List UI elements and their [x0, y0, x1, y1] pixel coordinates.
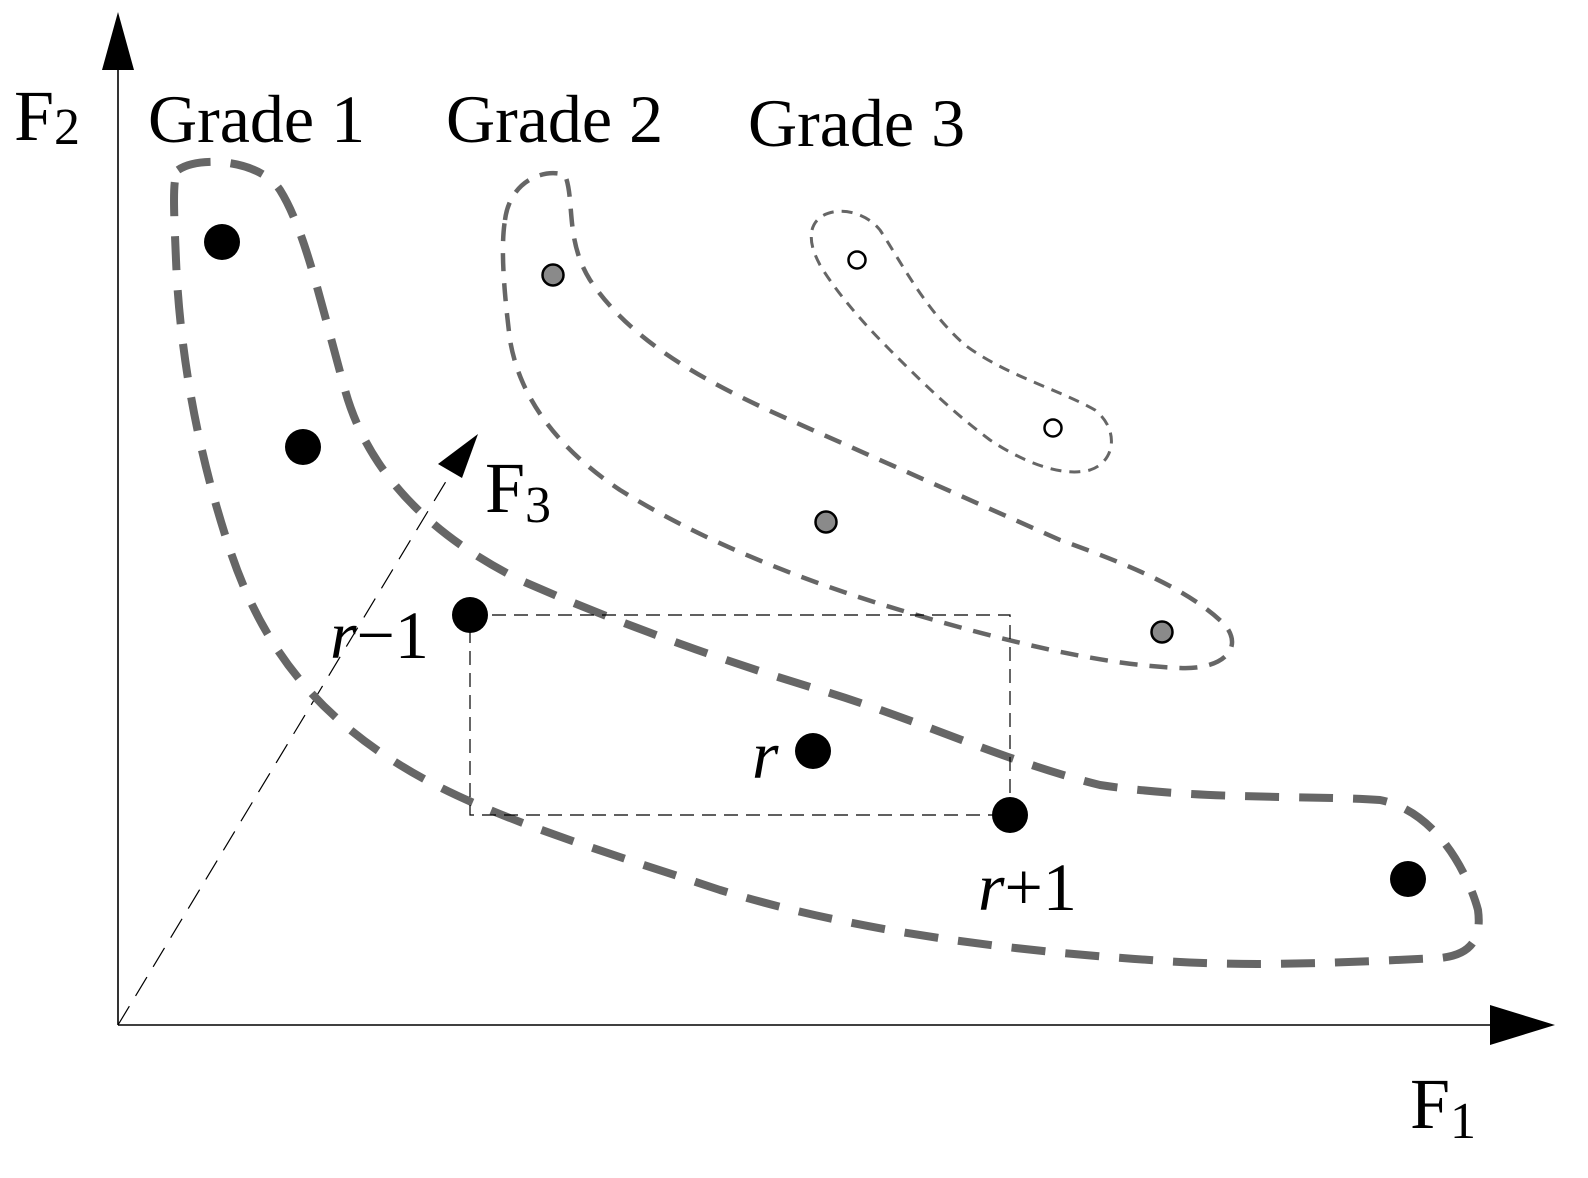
- grade-1-point: [285, 429, 321, 465]
- grade-2-heading: Grade 2: [446, 81, 663, 157]
- label-r-minus-1: r−1: [330, 597, 429, 673]
- grade-3-points: [847, 250, 1063, 438]
- grade-1-point-r: [795, 733, 831, 769]
- grade-1-points: [204, 224, 1426, 897]
- grade-1-heading: Grade 1: [148, 81, 365, 157]
- grade-3-point: [1043, 418, 1063, 438]
- f2-axis-label: F2: [14, 76, 80, 156]
- f1-axis-sub: 1: [1450, 1093, 1476, 1150]
- label-r-minus-1-rest: −1: [356, 597, 428, 673]
- f3-axis-sub: 3: [525, 477, 551, 534]
- f1-axis-label: F1: [1410, 1064, 1476, 1150]
- grade-2-point: [541, 263, 565, 287]
- f2-axis-name: F: [14, 76, 54, 156]
- grade-2-points: [541, 263, 1174, 644]
- label-r-plus-1-var: r: [978, 849, 1005, 925]
- label-r-plus-1: r+1: [978, 849, 1077, 925]
- f3-axis: [117, 477, 449, 1026]
- grade-1-point-r-minus-1: [452, 597, 488, 633]
- grade-1-boundary: [170, 157, 1483, 968]
- grade-2-point: [814, 510, 838, 534]
- grade-3-boundary: [809, 209, 1113, 474]
- f1-axis-name: F: [1410, 1064, 1450, 1144]
- grade-2-point: [1150, 620, 1174, 644]
- grade-3-point: [847, 250, 867, 270]
- f3-axis-label: F3: [485, 448, 551, 534]
- f2-axis-sub: 2: [54, 99, 80, 156]
- f2-axis-arrow: [102, 12, 134, 70]
- f1-axis-arrow: [1490, 1005, 1555, 1045]
- grade-2-boundary: [500, 170, 1235, 671]
- f3-axis-name: F: [485, 448, 525, 528]
- grade-1-point: [1390, 861, 1426, 897]
- grade-1-point: [204, 224, 240, 260]
- f3-axis-arrow: [438, 434, 478, 478]
- label-r-plus-1-rest: +1: [1004, 849, 1076, 925]
- dominance-box: [469, 614, 1011, 816]
- grade-1-point-r-plus-1: [992, 797, 1028, 833]
- grade-3-heading: Grade 3: [748, 85, 965, 161]
- label-r: r: [752, 717, 779, 793]
- label-r-var: r: [752, 717, 779, 793]
- axes: [102, 12, 1555, 1045]
- label-r-minus-1-var: r: [330, 597, 357, 673]
